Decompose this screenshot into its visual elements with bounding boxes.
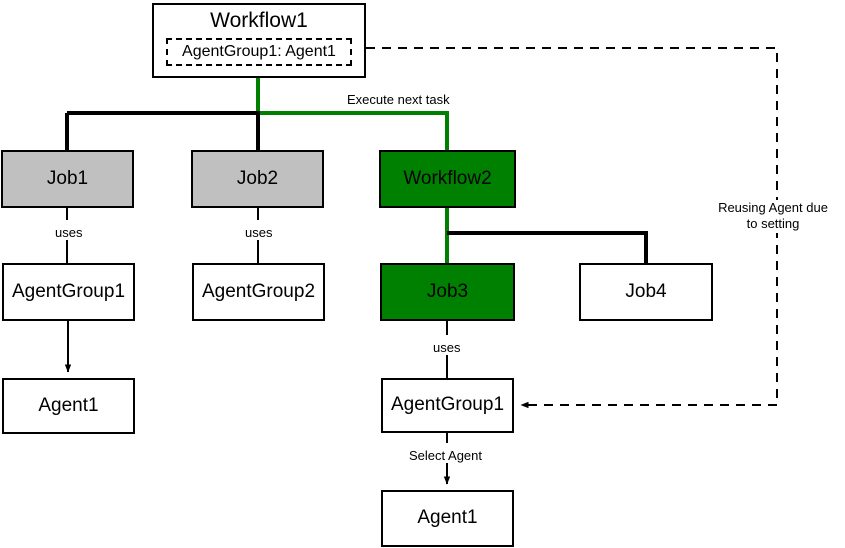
node-agentgroup1-bottom[interactable]: AgentGroup1 xyxy=(381,378,514,433)
node-job1-label: Job1 xyxy=(46,167,89,189)
edge-reuse-agent-dashed xyxy=(366,47,778,409)
node-job3-label: Job3 xyxy=(426,280,469,302)
note-reusing-agent-line1: Reusing Agent due xyxy=(718,200,828,215)
node-agent1-left[interactable]: Agent1 xyxy=(2,378,135,434)
node-job2-label: Job2 xyxy=(236,167,279,189)
node-workflow1-label: Workflow1 xyxy=(210,9,308,32)
node-agentgroup1-label: AgentGroup1 xyxy=(11,280,126,302)
node-workflow1[interactable]: Workflow1 AgentGroup1: Agent1 xyxy=(152,3,366,78)
node-job2[interactable]: Job2 xyxy=(191,150,324,208)
node-job4[interactable]: Job4 xyxy=(579,263,713,321)
node-agentgroup2[interactable]: AgentGroup2 xyxy=(192,263,325,321)
node-job4-label: Job4 xyxy=(625,280,667,302)
edge-label-execute-next-task: Execute next task xyxy=(344,92,453,107)
node-job3[interactable]: Job3 xyxy=(380,263,515,321)
note-reusing-agent-line2: to setting xyxy=(746,216,800,232)
edge-workflow1-to-jobs xyxy=(65,111,260,150)
node-job1[interactable]: Job1 xyxy=(1,150,134,208)
edge-label-uses-job1: uses xyxy=(52,225,86,240)
edge-label-select-agent: Select Agent xyxy=(406,448,485,463)
node-workflow2[interactable]: Workflow2 xyxy=(379,150,516,208)
node-agent1-bottom[interactable]: Agent1 xyxy=(381,490,514,547)
node-agentgroup1-bottom-label: AgentGroup1 xyxy=(390,394,505,416)
node-agentgroup1[interactable]: AgentGroup1 xyxy=(2,263,135,321)
node-workflow1-agent-binding: AgentGroup1: Agent1 xyxy=(166,38,352,67)
node-agentgroup2-label: AgentGroup2 xyxy=(201,280,316,302)
edge-workflow1-to-workflow2 xyxy=(256,78,449,263)
node-agent1-left-label: Agent1 xyxy=(38,394,99,416)
edge-workflow2-to-job4 xyxy=(447,231,648,263)
note-reusing-agent: Reusing Agent due to setting xyxy=(712,200,834,233)
node-workflow2-label: Workflow2 xyxy=(403,167,492,189)
edge-label-uses-job3: uses xyxy=(430,340,464,355)
node-agent1-bottom-label: Agent1 xyxy=(417,507,478,529)
edge-label-uses-job2: uses xyxy=(242,225,276,240)
